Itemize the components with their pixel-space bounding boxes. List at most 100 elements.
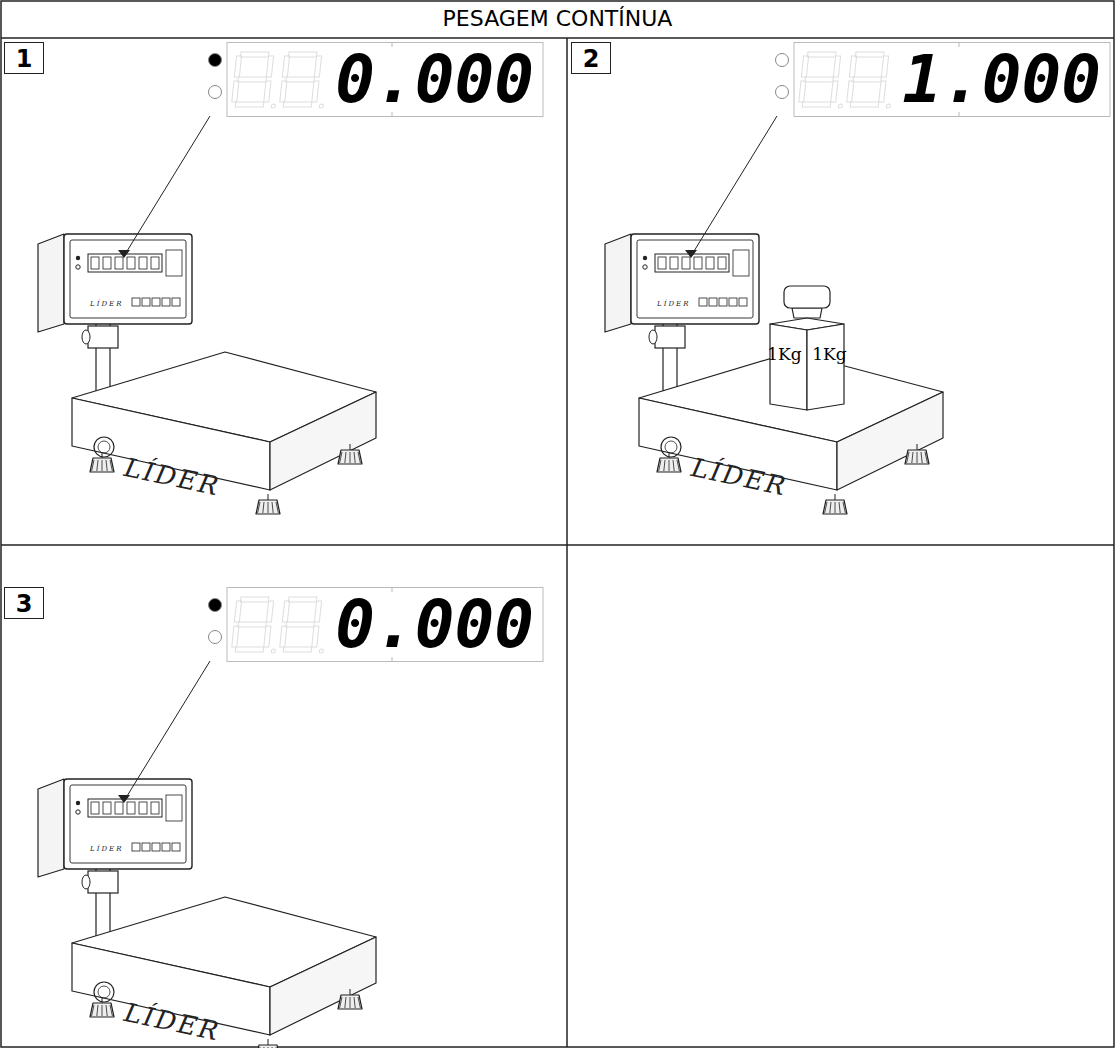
key-button [172,298,180,306]
mini-digit [91,802,99,814]
brand-logo [94,437,114,457]
ghost-segment [280,81,287,102]
ghost-digit [231,597,281,653]
ghost-segment [264,626,271,647]
title: PESAGEM CONTÍNUA [0,6,1115,31]
mini-digit [103,802,111,814]
foot-knurl [340,452,342,463]
foot-knurl [268,1047,269,1048]
ghost-segment [232,81,239,102]
cell-divider [1,544,1114,546]
leveling-foot [256,1039,280,1048]
platform-side [270,937,376,1035]
foot-body [657,458,681,472]
key-button [709,298,717,306]
foot-stem [268,1039,269,1045]
mini-panel [166,250,182,276]
foot-body [823,500,847,514]
weight-reading: 0.000 [335,42,534,117]
mini-digit [670,257,678,269]
mini-digit [694,257,702,269]
ghost-segment [312,81,319,102]
indicator-side [38,779,64,877]
foot-knurl [825,502,827,513]
key-button [739,298,747,306]
foot-body [90,1003,114,1017]
ghost-segment [286,622,315,627]
weight-marking: 1Kg [762,344,807,364]
foot-knurl [912,452,913,463]
weight-marking: 1Kg [807,344,852,364]
ghost-segment [238,622,267,627]
foot-knurl [835,502,836,513]
foot-knurl [276,1047,278,1048]
foot-knurl [258,502,260,513]
foot-knurl [839,502,840,513]
foot-knurl [110,1005,112,1016]
foot-knurl [340,997,342,1008]
ghost-segment [280,626,287,647]
step-number: 1 [5,43,43,75]
foot-knurl [921,452,922,463]
step-number-box: 1 [4,42,44,74]
ghost-segment [232,626,239,647]
foot-knurl [97,460,98,471]
step-number: 2 [572,43,610,75]
ghost-segment [879,81,886,102]
mini-digit [151,802,159,814]
indicator-bezel [70,240,186,318]
foot-knurl [358,452,360,463]
bracket-knob [649,330,657,344]
status-light [209,599,222,612]
foot-knurl [917,452,918,463]
title-rule [1,37,1114,39]
ghost-segment [847,81,854,102]
weight-block: 1Kg1Kg [762,318,852,410]
ghost-point [838,104,842,108]
leveling-foot [905,444,929,464]
status-light [209,631,222,644]
mini-digit [658,257,666,269]
status-light [776,54,789,67]
mini-digit [151,257,159,269]
ghost-segment [283,647,312,652]
display-readout: 1.000 [772,42,1111,117]
foot-stem [102,452,103,458]
foot-knurl [276,502,278,513]
indicator-bezel [70,785,186,863]
status-light [209,54,222,67]
foot-knurl [677,460,679,471]
foot-knurl [102,1005,103,1016]
foot-knurl [110,460,112,471]
ghost-segment [853,77,882,82]
brand-logo [98,986,110,998]
mini-light [643,265,647,269]
mini-light [76,256,80,260]
foot-knurl [350,452,351,463]
ghost-segment [286,77,315,82]
foot-stem [268,494,269,500]
indicator-bezel [637,240,753,318]
leader-pointer [118,795,130,803]
foot-body [905,450,929,464]
column-bracket [88,326,118,348]
ghost-segment [235,102,264,107]
mini-light [76,265,80,269]
leveling-foot [823,494,847,514]
mini-light [76,801,80,805]
mini-panel [166,795,182,821]
ghost-point [271,649,275,653]
mini-digit [682,257,690,269]
platform-scale [605,116,943,514]
foot-knurl [354,452,355,463]
ghost-segment [850,102,879,107]
brand-name: LÍDER [689,452,790,501]
ghost-segment [802,102,831,107]
foot-knurl [106,1005,107,1016]
foot-body [256,1045,280,1048]
display-readout: 0.000 [205,42,544,117]
